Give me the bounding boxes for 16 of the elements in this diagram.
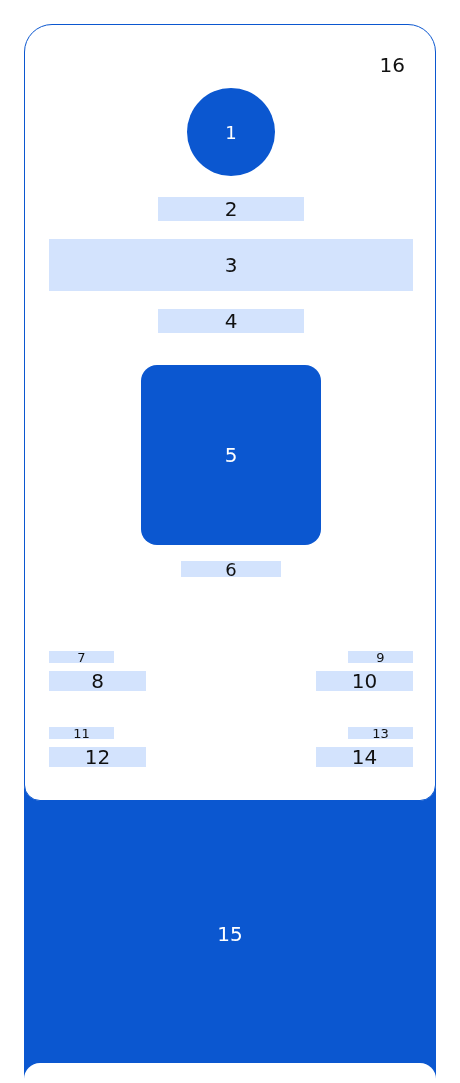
text-field: 7 [49, 651, 114, 663]
text-field: 3 [49, 239, 413, 291]
text-field: 13 [348, 727, 413, 739]
text-field: 8 [49, 671, 146, 691]
square-field: 5 [141, 365, 321, 545]
text-field: 2 [158, 197, 304, 221]
text-field: 14 [316, 747, 413, 767]
circle-field: 1 [187, 88, 275, 176]
text-field: 9 [348, 651, 413, 663]
text-field: 12 [49, 747, 146, 767]
card [24, 24, 436, 801]
card-label: 16 [379, 55, 405, 75]
text-field: 4 [158, 309, 304, 333]
text-field: 10 [316, 671, 413, 691]
text-field: 11 [49, 727, 114, 739]
text-field: 6 [181, 561, 281, 577]
